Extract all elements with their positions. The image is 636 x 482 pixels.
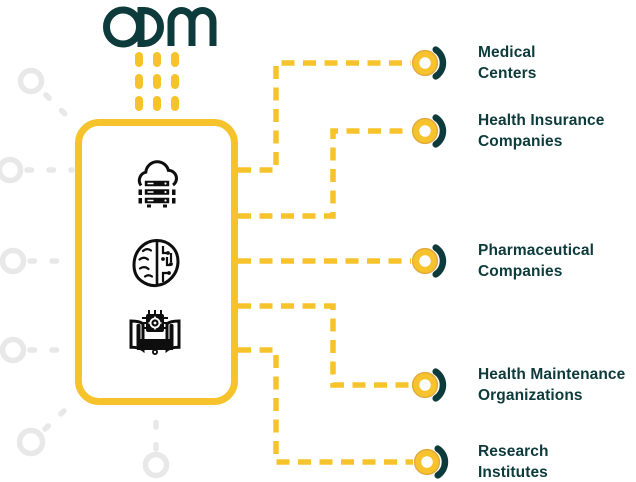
label-line: Companies — [478, 263, 563, 280]
cloud-data-servers-icon — [137, 160, 178, 208]
label-health-maintenance-organizations: Health Maintenance Organizations — [478, 364, 636, 406]
node-research-institutes — [413, 445, 449, 479]
node-medical-centers — [411, 46, 447, 80]
gray-connector-diagonal-top — [43, 92, 69, 118]
node-health-insurance-companies — [411, 114, 447, 148]
hub-traces — [238, 60, 413, 465]
label-line: Centers — [478, 65, 537, 82]
label-pharmaceutical-companies: Pharmaceutical Companies — [478, 240, 636, 282]
brain-folds — [138, 248, 154, 278]
gray-node-left-2 — [0, 247, 27, 275]
gray-node-left-1 — [0, 156, 24, 184]
label-line: Pharmaceutical — [478, 242, 594, 259]
gray-node-left-3 — [0, 336, 27, 364]
chip — [142, 310, 168, 332]
trace-research-institutes — [238, 347, 413, 465]
gray-node-top-left — [17, 67, 45, 95]
node-pharmaceutical-companies — [411, 244, 447, 278]
open-book — [129, 319, 181, 355]
machine-learning-book-icon — [129, 310, 181, 355]
label-line: Institutes — [478, 464, 548, 481]
label-line: Research — [478, 443, 549, 460]
trace-medical-centers — [238, 60, 411, 173]
connector-nodes — [411, 46, 449, 479]
gray-connector-diagonal-bottom — [42, 408, 67, 432]
trace-health-maintenance-organizations — [238, 303, 411, 388]
gray-node-bottom — [142, 451, 170, 479]
odm-logo-glyphs — [103, 6, 217, 48]
odm-logo — [103, 6, 217, 48]
label-line: Organizations — [478, 387, 583, 404]
logo-to-hub-dashes — [135, 52, 179, 114]
node-health-maintenance-organizations — [411, 368, 447, 402]
gray-node-bottom-left — [16, 427, 46, 457]
label-line: Health Insurance — [478, 112, 605, 129]
label-line: Medical — [478, 44, 536, 61]
circuit-traces — [161, 246, 173, 282]
label-research-institutes: Research Institutes — [478, 441, 636, 482]
label-medical-centers: Medical Centers — [478, 42, 636, 84]
label-line: Health Maintenance — [478, 366, 626, 383]
ai-brain-icon — [132, 238, 180, 288]
label-health-insurance-companies: Health Insurance Companies — [478, 110, 636, 152]
server-stack — [138, 179, 176, 208]
gray-decorations — [0, 67, 170, 479]
trace-health-insurance-companies — [238, 128, 411, 219]
label-line: Companies — [478, 133, 563, 150]
